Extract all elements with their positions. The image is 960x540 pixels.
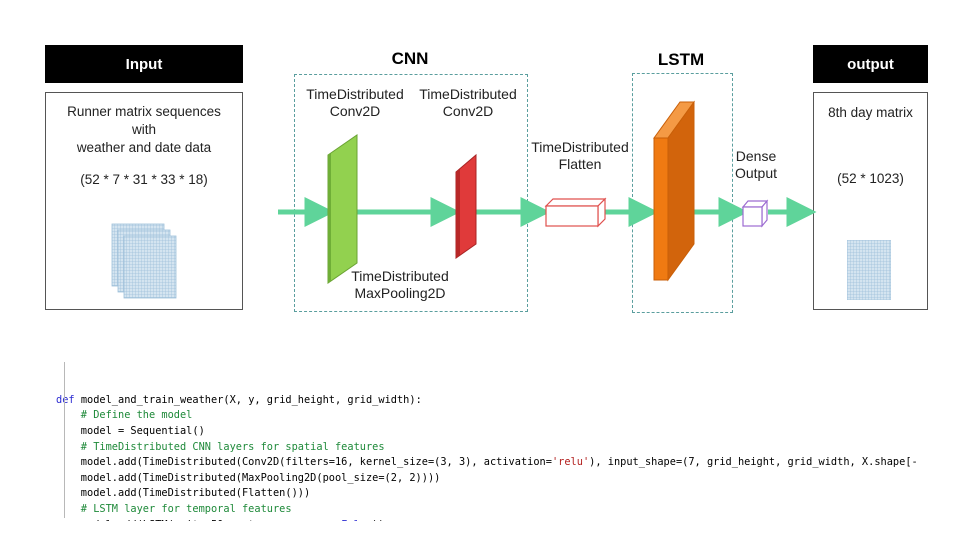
input-shape: (52 * 7 * 31 * 33 * 18) [80,172,208,187]
conv2-layer [455,153,477,259]
flatten-label: TimeDistributed Flatten [531,139,629,172]
code-lines: def model_and_train_weather(X, y, grid_h… [56,393,916,521]
input-desc-line-2: with [131,122,156,137]
lstm-layer [653,100,695,282]
code-token: model = Sequential() [56,424,205,437]
dense-layer [741,199,769,228]
code-line: def model_and_train_weather(X, y, grid_h… [56,393,916,409]
output-matrix-graphic [846,239,892,301]
code-token: def [56,393,81,406]
code-line: # LSTM layer for temporal features [56,502,916,518]
cnn-title: CNN [391,49,429,68]
output-header-text: output [847,55,894,73]
dense-label: Dense Output [734,148,778,181]
output-matrix [846,239,892,301]
code-line: model.add(TimeDistributed(Flatten())) [56,486,916,502]
conv1-layer [327,134,358,284]
code-token: False [341,519,372,521]
input-matrix-stack [108,222,180,302]
input-desc-line-3: weather and date data [76,140,212,155]
indent-guide [64,362,65,518]
output-shape: (52 * 1023) [837,171,904,186]
code-line: model.add(TimeDistributed(MaxPooling2D(p… [56,471,916,487]
input-header-text: Input [125,55,163,73]
code-token: model.add(TimeDistributed(MaxPooling2D(p… [56,471,441,484]
code-token: model.add(LSTM(units=50, return_sequence… [56,519,341,521]
code-token: # TimeDistributed CNN layers for spatial… [56,440,385,453]
maxpool-label: TimeDistributed MaxPooling2D [351,268,449,301]
pipeline-graphic [278,100,817,284]
lstm-container [632,73,733,313]
matrix-layer-3 [123,235,177,299]
input-header: Input [45,45,243,83]
lstm-title: LSTM [657,50,705,69]
code-token: )) [372,519,384,521]
code-line: model.add(LSTM(units=50, return_sequence… [56,518,916,521]
output-box: 8th day matrix (52 * 1023) [813,92,928,310]
conv2-label: TimeDistributed Conv2D [419,86,517,119]
code-line: model.add(TimeDistributed(Conv2D(filters… [56,455,916,471]
input-matrix-stack-graphic [111,223,177,299]
input-description: Runner matrix sequences with weather and… [46,103,242,157]
code-token: 'relu' [551,456,590,469]
code-line: # TimeDistributed CNN layers for spatial… [56,440,916,456]
code-token: ), input_shape=(7, grid_height, grid_wid… [589,456,916,469]
code-line: # Define the model [56,408,916,424]
code-token: # Define the model [56,409,193,422]
input-desc-line-1: Runner matrix sequences [67,104,221,119]
output-header: output [813,45,928,83]
code-line: model = Sequential() [56,424,916,440]
code-token: model_and_train_weather(X, y, grid_heigh… [80,393,422,406]
code-block: def model_and_train_weather(X, y, grid_h… [56,346,916,521]
conv1-label: TimeDistributed Conv2D [306,86,404,119]
code-token: model.add(TimeDistributed(Conv2D(filters… [56,456,552,469]
output-description: 8th day matrix [828,105,913,120]
cnn-container [294,74,528,312]
code-token: model.add(TimeDistributed(Flatten())) [56,487,311,500]
code-token: # LSTM layer for temporal features [56,502,292,515]
flatten-layer [544,197,607,228]
